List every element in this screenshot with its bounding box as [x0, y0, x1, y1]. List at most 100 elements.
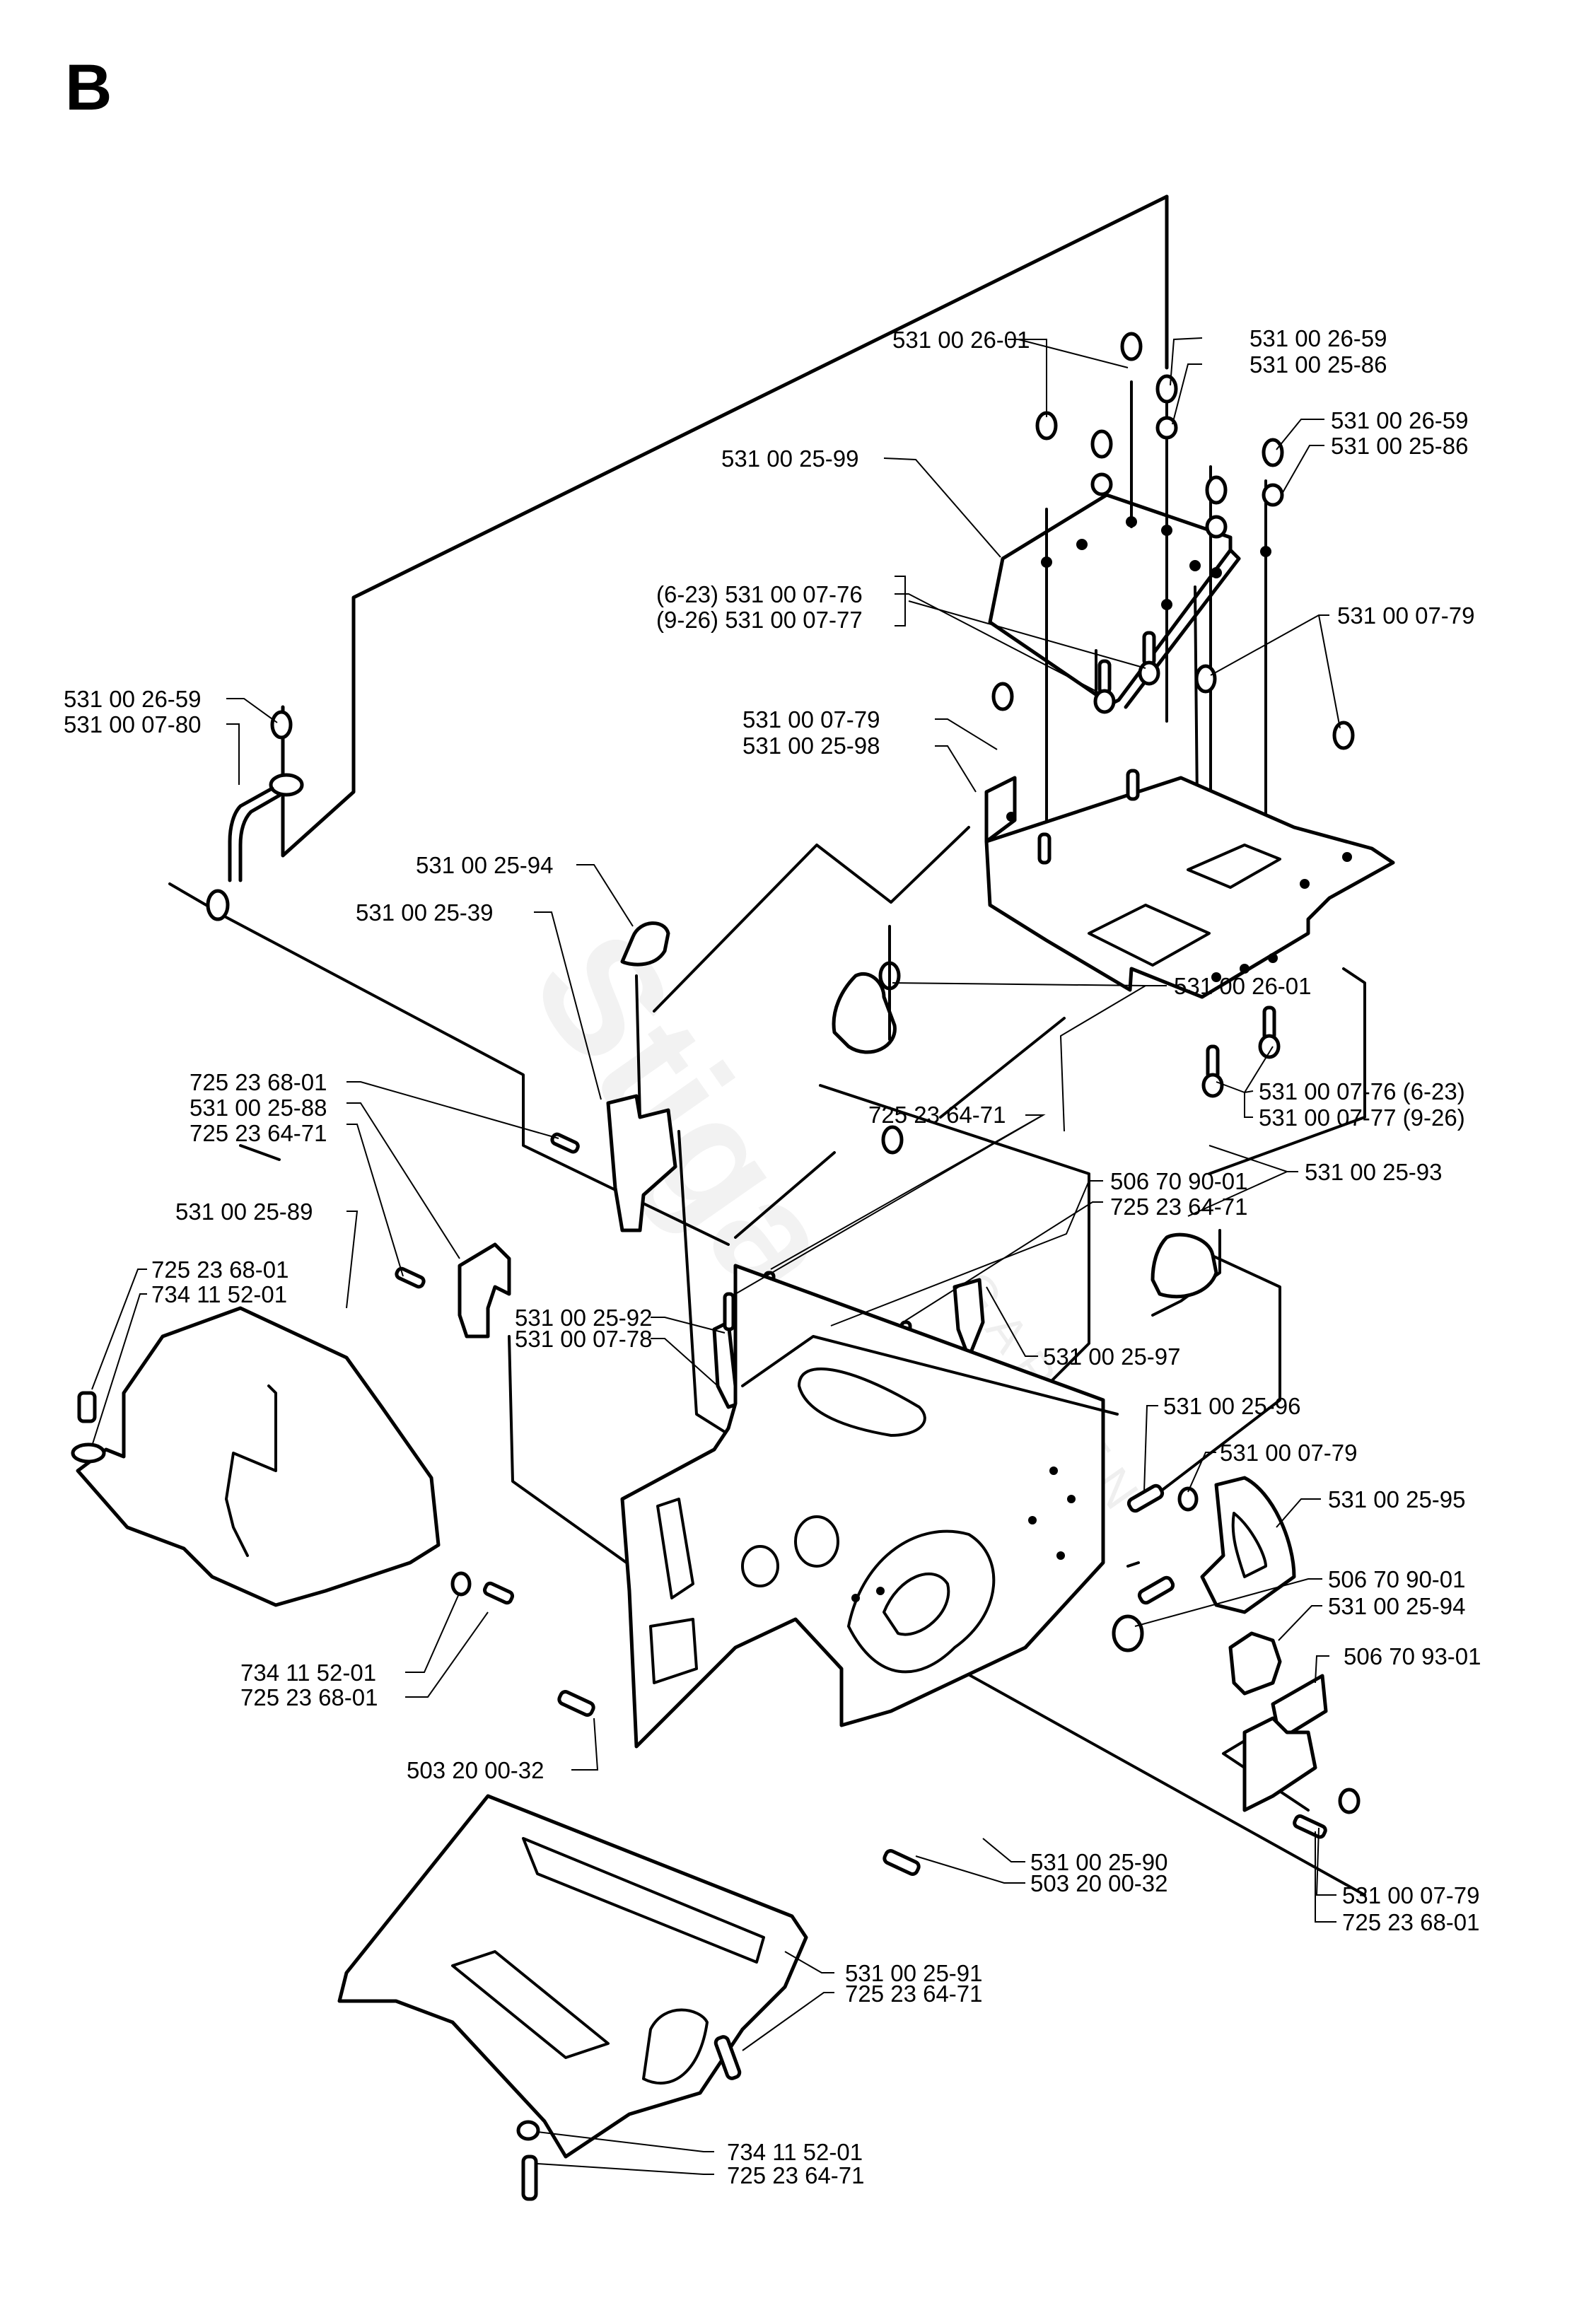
part-labels: 531 00 26-01 531 00 26-59 531 00 25-86 5…	[64, 325, 1481, 2188]
bolt-head-icon	[1093, 689, 1116, 714]
bolt-icon	[1126, 769, 1140, 801]
bolt-icon	[723, 1292, 735, 1331]
bolt-head-icon	[1138, 660, 1160, 686]
tab-bracket	[953, 1278, 985, 1360]
label-part: 506 70 90-01	[1110, 1168, 1248, 1194]
nut-icons	[1035, 332, 1284, 539]
mount-right	[1151, 1232, 1218, 1299]
label-part: 734 11 52-01	[240, 1660, 376, 1686]
label-part: 531 00 25-91	[845, 1960, 983, 1986]
label-part: 531 00 26-01	[1174, 973, 1312, 999]
label-part: 531 00 26-01	[892, 327, 1030, 353]
label-part: 725 23 68-01	[1342, 1909, 1480, 1935]
bolt-head-icon	[1258, 1034, 1281, 1059]
label-part: 531 00 25-86	[1250, 351, 1387, 378]
bolt-head-icon	[1201, 1073, 1224, 1098]
washer-icon	[1155, 416, 1178, 440]
label-part: (6-23) 531 00 07-76	[656, 581, 863, 607]
gasket-right	[1200, 1476, 1296, 1614]
rod-assembly	[206, 710, 304, 921]
bolt-icon	[550, 1132, 580, 1154]
label-part: 531 00 07-76 (6-23)	[1259, 1078, 1465, 1104]
label-part: 531 00 25-94	[1328, 1593, 1466, 1619]
eyelet-icon	[206, 889, 230, 921]
nut-icon	[1090, 429, 1113, 459]
nut-icon	[1332, 721, 1355, 750]
label-part: 531 00 25-93	[1305, 1159, 1443, 1185]
label-part: 531 00 25-96	[1163, 1393, 1301, 1419]
label-part: 725 23 64-71	[868, 1102, 1006, 1128]
label-part: 531 00 26-59	[1331, 407, 1469, 433]
bolt-icon	[1142, 631, 1156, 667]
bolt-icon	[883, 1849, 921, 1876]
label-part: 503 20 00-32	[1030, 1870, 1168, 1896]
washer-icon	[269, 773, 304, 797]
side-cover	[71, 1306, 441, 1607]
bolt-icon	[395, 1266, 426, 1289]
label-part: 725 23 64-71	[190, 1120, 327, 1146]
label-part: 531 00 25-88	[190, 1095, 327, 1121]
washer-icon	[1205, 515, 1228, 539]
label-part: 725 23 64-71	[727, 2162, 865, 2188]
washer-icon	[450, 1571, 472, 1597]
label-part: 531 00 25-95	[1328, 1486, 1466, 1512]
mounting-tray	[984, 769, 1395, 999]
nut-icon	[1338, 1788, 1361, 1814]
top-plate	[988, 493, 1233, 706]
washer-icon	[71, 1442, 106, 1464]
nut-icon	[1194, 664, 1217, 694]
washer-icon	[1262, 483, 1284, 507]
nut-icon	[1177, 1486, 1199, 1512]
bolt-icon	[77, 1391, 97, 1423]
nut-icon	[991, 682, 1014, 711]
bolt-icon	[713, 2035, 742, 2080]
label-part: 531 00 25-98	[742, 733, 880, 759]
housing	[620, 1264, 1119, 1749]
label-part: 531 00 07-79	[1337, 602, 1475, 629]
label-part: 734 11 52-01	[727, 2139, 863, 2165]
nut-icon	[1155, 374, 1178, 404]
nut-icon	[1262, 438, 1284, 467]
top-plate-assembly	[988, 332, 1355, 949]
label-part: (9-26) 531 00 07-77	[656, 607, 863, 633]
label-part: 531 00 25-39	[356, 899, 494, 926]
label-part: 725 23 64-71	[1110, 1194, 1248, 1220]
clip-lower	[1228, 1631, 1282, 1696]
label-part: 734 11 52-01	[151, 1281, 287, 1307]
label-part: 531 00 25-99	[721, 445, 859, 472]
label-part: 531 00 25-86	[1331, 433, 1469, 459]
section-letter: B	[65, 52, 112, 124]
clip-upper	[620, 921, 670, 967]
label-part: 725 23 64-71	[845, 1981, 983, 2007]
label-part: 531 00 26-59	[64, 686, 202, 712]
bolt-icon	[1097, 659, 1112, 695]
label-part: 531 00 26-59	[1250, 325, 1387, 351]
leader-lines	[91, 337, 1341, 2175]
nut-icon	[1120, 332, 1143, 361]
nut-icon	[881, 1125, 904, 1155]
label-part: 531 00 25-92	[515, 1305, 653, 1331]
label-part: 531 00 07-79	[742, 706, 880, 733]
bolt-icon	[1293, 1814, 1327, 1839]
bracket-left	[458, 1242, 511, 1339]
mount-mid	[832, 972, 897, 1054]
bolt-icon	[1126, 1483, 1165, 1513]
bracket-mid	[606, 1094, 677, 1232]
label-part: 531 00 25-90	[1030, 1849, 1168, 1875]
label-part: 531 00 25-89	[175, 1199, 313, 1225]
bolt-icon	[482, 1581, 515, 1605]
label-part: 506 70 90-01	[1328, 1566, 1466, 1592]
bolt-icon	[557, 1690, 595, 1717]
nut-icon	[270, 710, 293, 740]
label-part: 506 70 93-01	[1344, 1643, 1481, 1669]
bottom-plate	[337, 1794, 808, 2159]
plug-icon	[1112, 1614, 1144, 1652]
bolt-icon	[1137, 1575, 1175, 1605]
label-part: 725 23 68-01	[190, 1069, 327, 1095]
bolt-icon	[1037, 832, 1052, 865]
label-part: 725 23 68-01	[240, 1684, 378, 1710]
label-part: 725 23 68-01	[151, 1256, 289, 1283]
label-part: 531 00 07-79	[1342, 1882, 1480, 1908]
plate-holes	[1041, 516, 1271, 610]
